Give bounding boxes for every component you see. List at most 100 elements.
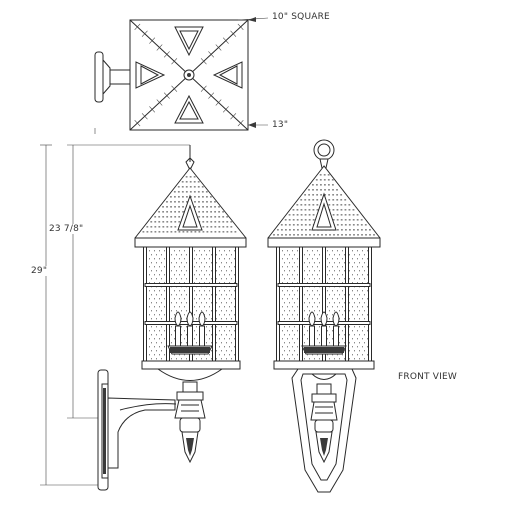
glass-seed [334, 294, 335, 296]
glass-seed [224, 282, 225, 284]
glass-seed [211, 342, 212, 344]
shingle-dot [154, 221, 157, 223]
shingle-dot [328, 184, 330, 186]
glass-seed [159, 290, 160, 292]
glass-seed [156, 302, 157, 304]
glass-seed [159, 266, 160, 268]
glass-seed [304, 294, 305, 296]
glass-seed [289, 310, 290, 312]
glass-seed [292, 338, 293, 340]
glass-seed [156, 326, 157, 328]
glass-seed [332, 314, 333, 316]
glass-seed [284, 294, 285, 296]
glass-seed [349, 342, 350, 344]
glass-seed [174, 306, 175, 308]
glass-seed [334, 262, 335, 264]
shingle-dot [181, 186, 184, 188]
glass-seed [339, 318, 340, 320]
shingle-dot [158, 216, 161, 218]
shingle-dot [206, 201, 208, 203]
glass-seed [216, 342, 217, 344]
glass-seed [164, 298, 165, 300]
candle-bulb [308, 311, 316, 327]
top-view-dormer-left-inner [140, 65, 160, 85]
glass-seed [181, 334, 182, 336]
glass-seed [174, 274, 175, 276]
glass-seed [354, 262, 355, 264]
glass-seed [289, 350, 290, 352]
front-view-body [310, 401, 338, 421]
cage-mullion [166, 246, 170, 362]
shingle-dot [348, 219, 351, 221]
glass-seed [221, 310, 222, 312]
glass-seed [357, 306, 358, 308]
glass-seed [284, 318, 285, 320]
glass-seed [221, 318, 222, 320]
glass-seed [149, 298, 150, 300]
shingle-dot [332, 214, 335, 216]
glass-seed [149, 282, 150, 284]
glass-seed [219, 298, 220, 300]
shingle-dot [281, 234, 283, 236]
glass-seed [219, 282, 220, 284]
glass-seed [294, 358, 295, 360]
shingle-dot [292, 219, 295, 221]
shingle-dot [166, 206, 168, 208]
glass-seed [294, 270, 295, 272]
shingle-dot [361, 234, 363, 236]
glass-seed [184, 266, 185, 268]
shingle-tick [208, 92, 215, 99]
shingle-dot [222, 231, 225, 233]
glass-seed [364, 254, 365, 256]
glass-seed [229, 306, 230, 308]
glass-seed [334, 270, 335, 272]
glass-seed [327, 298, 328, 300]
shingle-dot [210, 216, 213, 218]
shingle-tick [237, 23, 244, 31]
glass-seed [284, 326, 285, 328]
glass-seed [221, 342, 222, 344]
glass-seed [357, 354, 358, 356]
shingle-dot [230, 226, 233, 228]
glass-seed [339, 294, 340, 296]
shingle-dot [181, 191, 184, 193]
shingle-dot [198, 196, 200, 198]
shingle-dot [178, 201, 180, 203]
glass-seed [292, 290, 293, 292]
glass-seed [332, 274, 333, 276]
glass-seed [332, 298, 333, 300]
shingle-dot [312, 214, 315, 216]
glass-seed [287, 338, 288, 340]
shingle-tick [149, 106, 156, 113]
shingle-tick [156, 99, 163, 106]
shingle-dot [182, 211, 185, 213]
glass-seed [297, 306, 298, 308]
glass-seed [199, 274, 200, 276]
glass-seed [367, 338, 368, 340]
glass-seed [284, 342, 285, 344]
glass-seed [176, 254, 177, 256]
shingle-tick [156, 44, 163, 51]
glass-seed [231, 278, 232, 280]
shingle-dot [345, 229, 347, 231]
shingle-dot [360, 219, 363, 221]
glass-seed [304, 326, 305, 328]
glass-seed [362, 338, 363, 340]
glass-seed [344, 278, 345, 280]
glass-seed [209, 290, 210, 292]
glass-seed [337, 298, 338, 300]
glass-seed [334, 278, 335, 280]
glass-seed [219, 306, 220, 308]
glass-seed [297, 314, 298, 316]
glass-seed [204, 266, 205, 268]
glass-seed [327, 250, 328, 252]
glass-seed [149, 338, 150, 340]
glass-seed [309, 294, 310, 296]
shingle-dot [323, 179, 326, 181]
glass-seed [186, 270, 187, 272]
glass-seed [171, 302, 172, 304]
glass-seed [194, 274, 195, 276]
shingle-dot [206, 221, 209, 223]
glass-seed [367, 274, 368, 276]
shingle-dot [324, 189, 326, 191]
